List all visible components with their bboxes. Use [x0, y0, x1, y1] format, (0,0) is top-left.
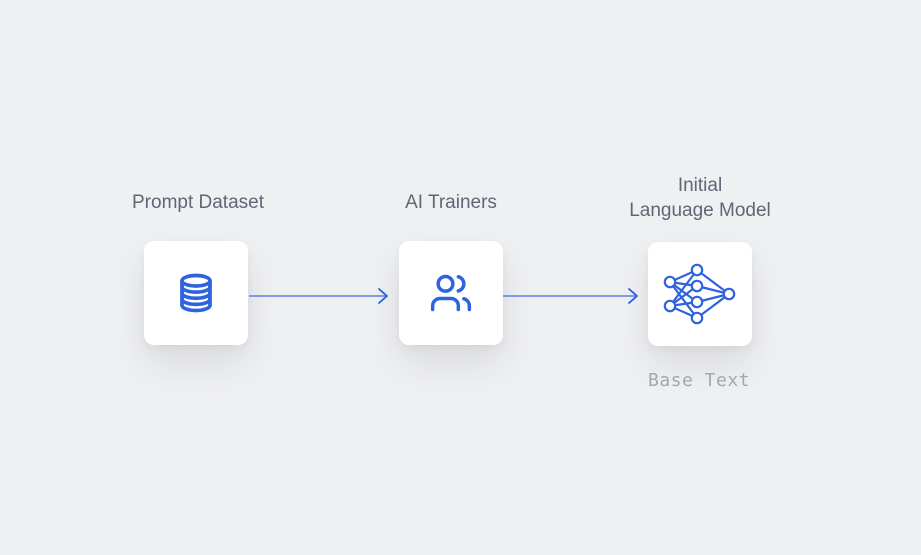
base-text-label: Base Text [648, 370, 751, 391]
network-connections [668, 268, 731, 320]
prompt-dataset-label: Prompt Dataset [132, 192, 264, 213]
language-model-label-line1: Initial [677, 175, 723, 196]
language-model-card [648, 242, 752, 346]
neural-network-icon [663, 261, 737, 327]
language-model-label-line2: Language Model [629, 200, 771, 221]
users-icon [429, 271, 473, 315]
arrow-dataset-to-trainers [249, 288, 388, 304]
arrow-trainers-to-model [503, 288, 638, 304]
ai-trainers-label: AI Trainers [405, 192, 497, 213]
prompt-dataset-card [144, 241, 248, 345]
ai-trainers-card [399, 241, 503, 345]
database-icon [175, 272, 217, 314]
network-nodes [663, 263, 736, 325]
